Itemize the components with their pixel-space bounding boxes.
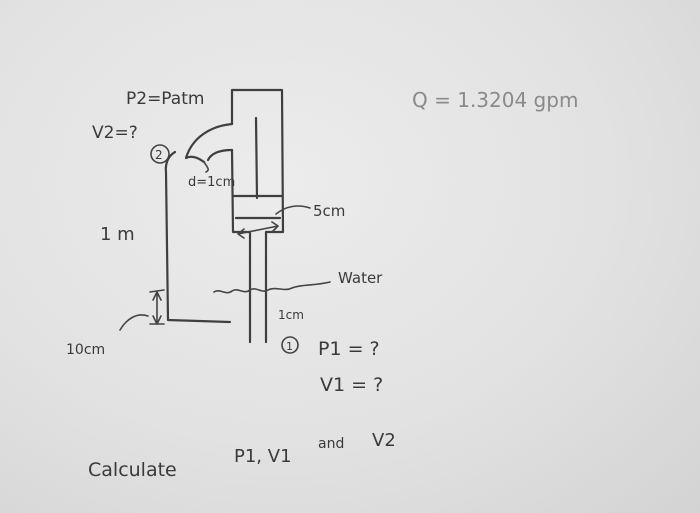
point2-number: 2 [155, 148, 163, 162]
point1-marker: 1 [281, 336, 299, 354]
cylinder-outline [230, 88, 285, 344]
question-v2: V2 [372, 430, 396, 451]
small-dimension-bracket [149, 289, 165, 325]
question-and: and [318, 436, 344, 452]
outlet-nozzle [184, 122, 234, 164]
small-dimension-leader [119, 314, 149, 331]
piston-width-arrow [237, 221, 279, 239]
nozzle-diameter-label: d=1cm [188, 175, 235, 190]
p1-label: P1 = ? [318, 338, 380, 360]
water-surface [213, 281, 331, 294]
piston-width-leader [275, 205, 311, 215]
point2-marker: 2 [150, 144, 170, 164]
outlet-hook [203, 161, 209, 173]
water-label: Water [338, 269, 383, 287]
p2-label: P2=Patm [126, 89, 204, 109]
question-prefix: Calculate [88, 459, 177, 481]
question-vars: P1, V1 [234, 446, 292, 467]
v2-label: V2=? [92, 123, 138, 143]
point1-number: 1 [286, 340, 293, 353]
height-label: 1 m [100, 224, 135, 245]
tank-wall [164, 150, 232, 324]
v1-label: V1 = ? [320, 374, 383, 396]
piston [232, 194, 284, 220]
inner-shaft [254, 116, 259, 200]
small-gap-label: 10cm [66, 342, 105, 358]
piston-width-label: 5cm [313, 202, 345, 220]
flow-rate-label: Q = 1.3204 gpm [412, 88, 578, 112]
tube-diameter-label: 1cm [278, 308, 304, 322]
